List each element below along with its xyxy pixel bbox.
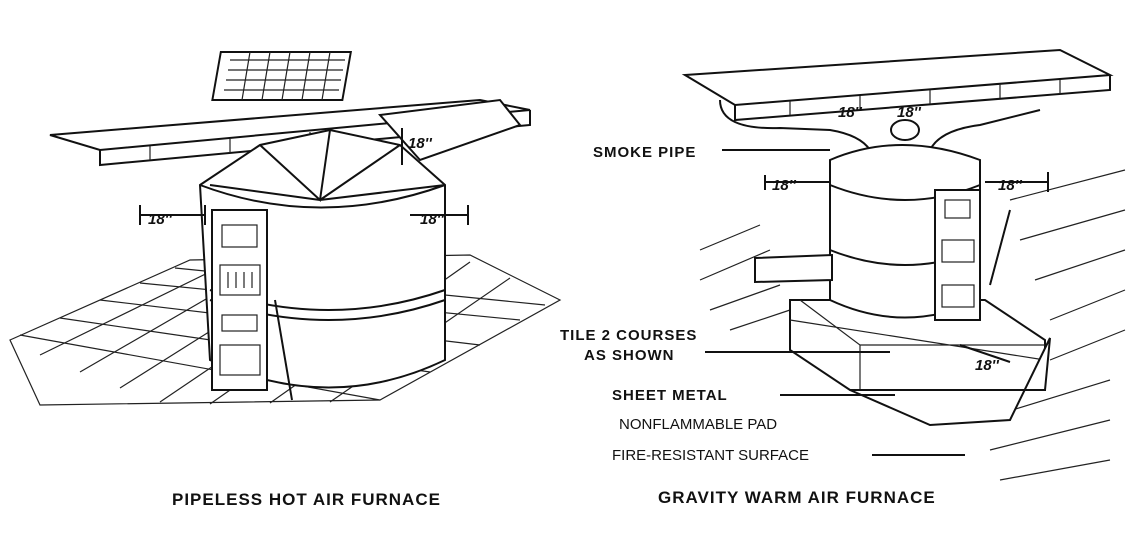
- dimension-label: 18'': [897, 104, 921, 121]
- dimension-label: 18'': [838, 104, 862, 121]
- tile-label-line1: TILE 2 COURSES: [560, 327, 697, 344]
- dimension-label: 18'': [998, 177, 1022, 194]
- dimension-markers-right: 18'' 18'' 18'' 18'' 18'': [764, 104, 1049, 374]
- left-caption: PIPELESS HOT AIR FURNACE: [172, 490, 441, 509]
- dimension-label: 18'': [408, 135, 432, 152]
- dimension-label: 18'': [148, 211, 172, 228]
- floor-grille: [211, 51, 353, 101]
- dimension-markers-left: 18'' 18'' 18'': [139, 128, 469, 228]
- furnace-body: [754, 144, 1051, 427]
- duct: [377, 98, 522, 162]
- right-caption: GRAVITY WARM AIR FURNACE: [658, 488, 936, 507]
- side-pipe: [754, 253, 833, 284]
- pipeless-furnace-illustration: 18'' 18'' 18'' PIPELESS HOT AIR FURNACE: [9, 51, 562, 509]
- tile-label-line2: AS SHOWN: [584, 347, 675, 364]
- floor-hatching: [699, 169, 1126, 481]
- sheet-metal-pad: [849, 337, 1051, 427]
- furnace-door-panel: [211, 209, 268, 391]
- dimension-label: 18'': [420, 211, 444, 228]
- gravity-furnace-illustration: 18'' 18'' 18'' 18'' 18'' SMOKE PIPE TILE…: [560, 48, 1126, 507]
- furnace-body: [198, 128, 446, 401]
- ceiling-joists: [681, 48, 1114, 151]
- smoke-pipe-collar: [890, 119, 920, 141]
- dimension-label: 18'': [975, 357, 999, 374]
- ceiling-joists: [49, 51, 531, 167]
- sheet-metal-label: SHEET METAL: [612, 387, 728, 404]
- fire-resistant-surface-label: FIRE-RESISTANT SURFACE: [612, 447, 809, 464]
- nonflammable-pad-label: NONFLAMMABLE PAD: [619, 416, 777, 433]
- smoke-pipe-label: SMOKE PIPE: [593, 144, 696, 161]
- dimension-label: 18'': [772, 177, 796, 194]
- callouts: SMOKE PIPE TILE 2 COURSES AS SHOWN SHEET…: [560, 144, 965, 464]
